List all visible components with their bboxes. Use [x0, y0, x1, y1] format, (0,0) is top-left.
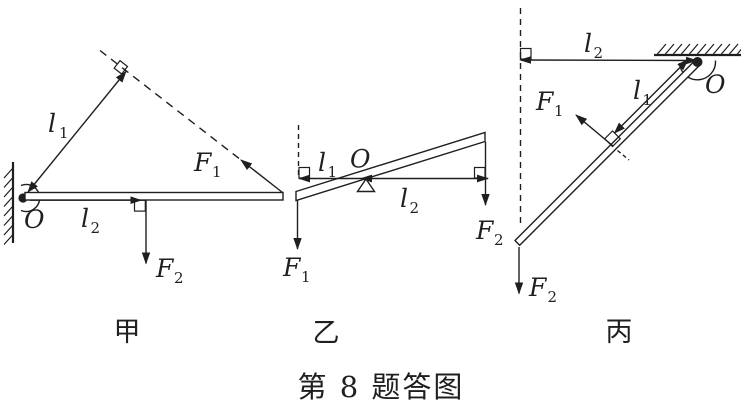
svg-text:l: l — [81, 204, 89, 233]
pivot-label: O — [24, 205, 45, 234]
lever-beam — [24, 191, 284, 201]
l1-label: l 1 — [48, 109, 69, 142]
svg-text:2: 2 — [548, 288, 558, 306]
svg-text:1: 1 — [643, 91, 653, 109]
svg-text:F: F — [475, 216, 495, 245]
svg-text:1: 1 — [301, 268, 311, 286]
svg-text:F: F — [528, 273, 548, 302]
panel-jia: l 1 l 2 O F 1 F 2 甲 — [3, 49, 284, 348]
l2-arrowhead-left — [519, 56, 531, 64]
f1-arrow — [240, 159, 283, 194]
f1-label: F 1 — [193, 148, 222, 181]
pivot-label: O — [705, 70, 726, 99]
svg-text:1: 1 — [59, 124, 69, 142]
svg-text:1: 1 — [328, 163, 338, 181]
svg-text:l: l — [584, 29, 592, 58]
panel-bing: l 2 l 1 O F 1 F 2 丙 — [514, 8, 741, 348]
svg-text:1: 1 — [212, 163, 222, 181]
l2-arrowhead-right — [686, 56, 698, 65]
l1-label: l 1 — [318, 148, 337, 181]
wall-hatching — [3, 167, 14, 245]
f1-arrow — [575, 114, 614, 147]
l2-label: l 2 — [584, 29, 603, 62]
l1-arrow — [613, 58, 689, 134]
figure-caption: 第 8 题答图 — [298, 370, 465, 404]
svg-text:F: F — [535, 87, 555, 116]
svg-text:F: F — [282, 253, 302, 282]
f1-action-line-dashed — [99, 49, 240, 160]
svg-text:F: F — [193, 148, 213, 177]
right-angle-mark-left — [298, 166, 311, 179]
fulcrum-triangle — [356, 177, 376, 193]
f1-action-stub-dashed — [617, 149, 630, 161]
svg-text:l: l — [318, 148, 326, 177]
lever-beam — [295, 131, 486, 202]
f2-label: F 2 — [528, 273, 557, 306]
l2-arrow — [520, 59, 694, 62]
ceiling-hatching — [656, 43, 741, 55]
pivot-label: O — [350, 145, 371, 174]
svg-text:2: 2 — [410, 199, 420, 217]
f1-label: F 1 — [282, 253, 311, 286]
panel-caption-yi: 乙 — [313, 318, 340, 349]
l2-arrowhead-left — [360, 174, 372, 183]
svg-text:2: 2 — [91, 219, 101, 237]
l2-label: l 2 — [400, 184, 419, 217]
svg-text:1: 1 — [554, 102, 564, 120]
l1-arrow — [27, 70, 127, 193]
svg-text:2: 2 — [494, 231, 504, 249]
svg-text:l: l — [48, 109, 56, 138]
pivot-dot — [692, 57, 703, 67]
f2-label: F 2 — [475, 216, 504, 249]
panel-caption-bing: 丙 — [606, 317, 633, 348]
panel-yi: l 1 O l 2 F 1 F 2 乙 — [282, 125, 504, 349]
svg-text:2: 2 — [594, 44, 604, 62]
panel-caption-jia: 甲 — [114, 317, 141, 348]
f1-label: F 1 — [535, 87, 564, 120]
svg-text:F: F — [155, 254, 175, 283]
l1-label: l 1 — [633, 76, 652, 109]
svg-text:l: l — [400, 184, 408, 213]
l2-label: l 2 — [81, 204, 100, 237]
svg-text:l: l — [633, 76, 641, 105]
f2-label: F 2 — [155, 254, 184, 287]
svg-text:2: 2 — [174, 269, 184, 287]
